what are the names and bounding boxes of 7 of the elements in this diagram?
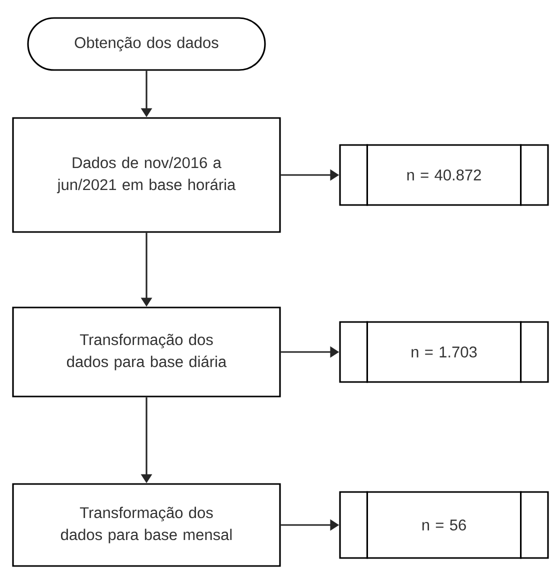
predefined-process-box: n = 1.703	[339, 321, 549, 383]
process-box: Transformação dos dados para base mensal	[12, 483, 281, 567]
start-terminal: Obtenção dos dados	[27, 17, 266, 71]
predefined-process-box: n = 40.872	[339, 144, 549, 206]
process-box: Dados de nov/2016 a jun/2021 em base horária	[12, 117, 281, 233]
predefined-process-box: n = 56	[339, 491, 549, 559]
process-box: Transformação dos dados para base diária	[12, 306, 281, 398]
